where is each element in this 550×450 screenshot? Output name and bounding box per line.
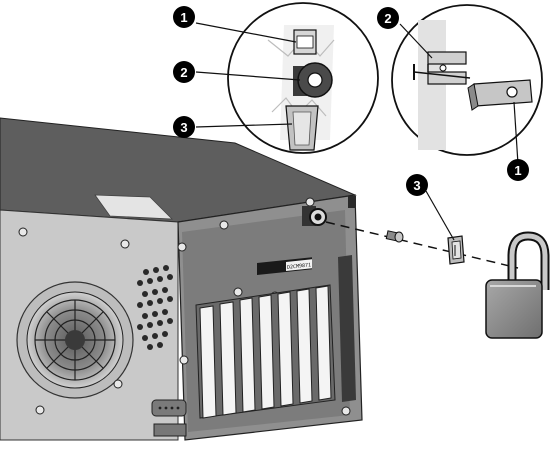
callout-1-right-label: 1 [514,163,521,178]
callout-3-main-label: 3 [413,178,420,193]
callout-2-left: 2 [173,61,195,83]
chassis-top-highlight [94,194,174,220]
padlock-body [485,279,543,339]
padlock [485,231,550,339]
detail-clip-2 [413,51,471,85]
callout-2-left-label: 2 [180,65,187,80]
chassis-padlock-loop [302,196,356,226]
locking-bracket [447,235,465,265]
fan-hub [65,330,85,350]
callout-3-left-label: 3 [180,120,187,135]
detail-view-right: 2 1 [377,4,543,181]
cooling-fan [16,281,134,399]
assembly-path-line [325,221,519,269]
screw [385,230,404,243]
serial-port [151,399,187,417]
slot-bracket [338,255,356,402]
serial-number-text: D2CM9871 [287,262,311,271]
callout-1-left-label: 1 [180,10,187,25]
detail-loop-2 [293,62,333,98]
callout-3-left: 3 [173,116,195,138]
callout-3-main: 3 [406,174,455,241]
callout-2-right-label: 2 [384,11,391,26]
expansion-slots [195,255,356,419]
detail-view-left: 1 2 3 [173,2,379,154]
detail-tab-1 [467,79,533,111]
exploded-parts [325,221,550,339]
callout-2-right: 2 [377,7,399,29]
callout-1-right: 1 [507,159,529,181]
serial-number-label: D2CM9871 [257,257,312,275]
callout-1-left: 1 [173,6,195,28]
vent-holes [137,265,173,350]
